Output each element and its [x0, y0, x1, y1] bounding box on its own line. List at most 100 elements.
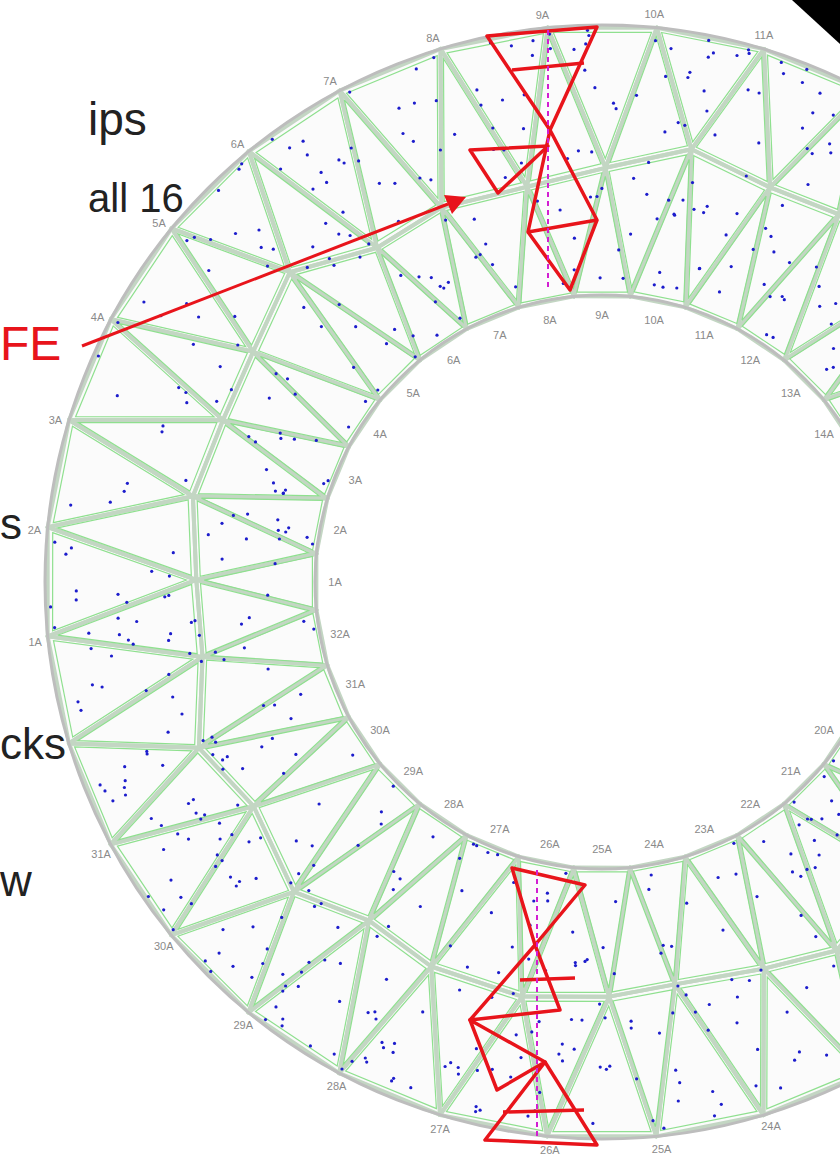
hit-dot [651, 1119, 654, 1122]
segment-edge [691, 49, 764, 149]
hit-dot [630, 1020, 633, 1023]
hit-dot [79, 709, 82, 712]
segment-edge [522, 995, 609, 999]
hit-dot [184, 479, 187, 482]
segment-outline [437, 865, 519, 991]
hit-dot [713, 133, 716, 136]
hit-dot [788, 261, 791, 264]
segment-outline [609, 155, 686, 287]
hit-dot [272, 481, 275, 484]
hit-dot [654, 39, 657, 42]
hit-dot [207, 533, 210, 536]
hit-dot [520, 161, 523, 164]
hit-dot [299, 693, 302, 696]
hit-dot [791, 870, 794, 873]
hit-dot [429, 178, 432, 181]
hit-dot [193, 619, 196, 622]
hit-dot [376, 388, 379, 391]
hit-dot [274, 562, 277, 565]
segment-edge [48, 636, 203, 657]
segment-edge [784, 804, 837, 951]
segment-edge [784, 804, 837, 951]
segment-outline [678, 865, 758, 980]
segment-edge [196, 554, 316, 580]
segment-edge [656, 984, 675, 1136]
red-segment [470, 945, 560, 1020]
hit-dot [559, 208, 562, 211]
hit-dot [599, 1066, 602, 1069]
segment-edge [770, 187, 839, 214]
segment-edge [196, 580, 316, 610]
callout-arrow [82, 204, 448, 346]
hit-dot [179, 896, 182, 899]
hit-dot [653, 283, 656, 286]
hit-dot [176, 832, 179, 835]
segment-edge [294, 892, 369, 921]
segment-edge [606, 168, 631, 297]
hit-dot [825, 1054, 828, 1057]
hit-dot [781, 295, 784, 298]
hit-dot [75, 589, 78, 592]
hit-dot [367, 242, 370, 245]
hit-dot [229, 876, 232, 879]
hit-dot [339, 962, 342, 965]
hit-dot [522, 127, 525, 130]
hit-dot [387, 925, 390, 928]
segment-outline [690, 196, 766, 323]
hit-dot [216, 853, 219, 856]
ring-ground [45, 25, 840, 1139]
segment-number: 21A [781, 765, 801, 777]
hit-dot [686, 76, 689, 79]
segment-edge [69, 420, 193, 496]
hit-dot [328, 257, 331, 260]
segment-edge [294, 764, 380, 892]
hit-dot [116, 394, 119, 397]
hit-dot [177, 386, 180, 389]
hit-dot [587, 34, 590, 37]
segment-edge [203, 610, 317, 657]
hit-dot [707, 56, 710, 59]
hit-dot [200, 660, 203, 663]
segment-outline [58, 500, 192, 575]
hit-dot [756, 1048, 759, 1051]
hit-dot [147, 895, 150, 898]
hit-dot [162, 848, 165, 851]
segment-outline [228, 357, 341, 442]
hit-dot [160, 430, 163, 433]
hit-dot [217, 189, 220, 192]
segment-number: 8A [426, 32, 439, 44]
hit-dot [180, 712, 183, 715]
hit-dot [526, 1115, 529, 1118]
hit-dot [210, 736, 213, 739]
segment-outline [662, 33, 758, 142]
red-segment [528, 220, 597, 290]
hit-dot [412, 334, 415, 337]
segment-edge [369, 835, 467, 921]
hit-dot [172, 928, 175, 931]
hit-dot [218, 822, 221, 825]
hit-dot [591, 1122, 594, 1125]
segment-outline [447, 34, 543, 177]
hit-dot [271, 737, 274, 740]
segment-outline [198, 425, 319, 496]
hit-dot [832, 759, 835, 762]
hit-dot [662, 944, 665, 947]
hit-dot [161, 424, 164, 427]
hit-dot [281, 1024, 284, 1027]
slide-text: ips [88, 94, 147, 145]
hit-dot [677, 1099, 680, 1102]
hit-dot [783, 298, 786, 301]
segment-outline [770, 955, 840, 1066]
segment-outline [231, 424, 344, 495]
hit-dot [645, 193, 648, 196]
hit-dot [234, 232, 237, 235]
hit-dot [215, 400, 218, 403]
hit-dot [220, 522, 223, 525]
segment-edge [69, 420, 193, 496]
hit-dot [589, 195, 592, 198]
segment-number: 28A [327, 1080, 347, 1092]
hit-dot [614, 900, 617, 903]
red-segment [520, 978, 575, 980]
segment-outline [256, 929, 365, 1066]
hit-dot [669, 47, 672, 50]
